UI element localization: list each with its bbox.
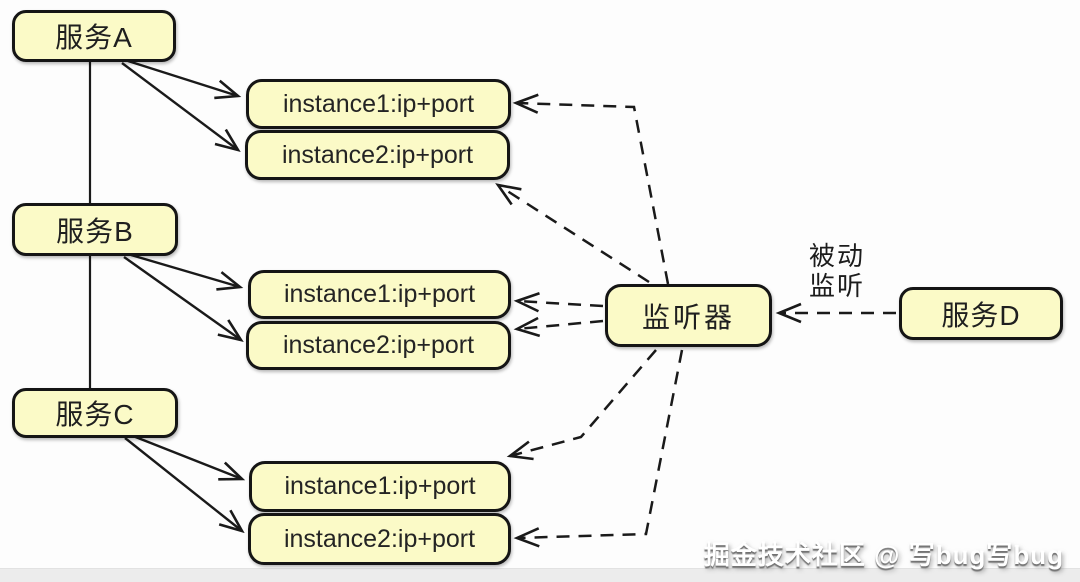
node-serviceA: 服务A — [12, 10, 176, 62]
edge-serviceB-g2-instance1 — [130, 253, 244, 291]
node-serviceC-label: 服务C — [55, 399, 135, 430]
node-g2-instance2: instance2:ip+port — [246, 321, 511, 370]
node-serviceD-label: 服务D — [941, 299, 1021, 331]
passive-listening-line2: 监听 — [808, 272, 865, 301]
node-g1-instance1-label: instance1:ip+port — [282, 89, 475, 118]
node-serviceB-label: 服务B — [56, 215, 134, 247]
footer-strip — [0, 568, 1080, 582]
node-g3-instance1: instance1:ip+port — [249, 461, 511, 512]
node-serviceC: 服务C — [12, 388, 178, 438]
edge-serviceB-g2-instance2 — [123, 256, 244, 342]
node-g1-instance2: instance2:ip+port — [245, 130, 510, 180]
node-g3-instance2: instance2:ip+port — [248, 513, 511, 565]
edge-listener-g2-instance2 — [513, 316, 604, 338]
edge-serviceA-g1-instance1 — [127, 59, 242, 100]
node-g2-instance1: instance1:ip+port — [248, 270, 511, 319]
edge-serviceA-g1-instance2 — [121, 62, 241, 153]
edge-listener-g1-instance2 — [495, 183, 650, 284]
edge-serviceC-g3-instance1 — [132, 434, 246, 481]
edge-listener-g1-instance1 — [512, 93, 670, 285]
node-g3-instance1-label: instance1:ip+port — [284, 472, 476, 500]
node-g3-instance2-label: instance2:ip+port — [283, 524, 476, 553]
node-g2-instance2-label: instance2:ip+port — [282, 331, 475, 359]
edge-listener-g3-instance1 — [506, 349, 657, 461]
node-g1-instance2-label: instance2:ip+port — [281, 140, 474, 169]
edge-listener-g3-instance2 — [513, 349, 684, 548]
node-listener-label: 监听器 — [641, 302, 735, 334]
watermark: 掘金技术社区 @ 写bug写bug — [703, 540, 1064, 570]
node-serviceB: 服务B — [12, 203, 178, 256]
edge-listener-g2-instance1 — [513, 292, 604, 313]
passive-listening-label: 被动 监听 — [797, 242, 877, 302]
edge-serviceC-g3-instance2 — [124, 437, 245, 534]
node-g1-instance1: instance1:ip+port — [246, 79, 511, 129]
node-serviceD: 服务D — [899, 287, 1063, 340]
node-serviceA-label: 服务A — [55, 22, 133, 53]
node-listener: 监听器 — [605, 284, 772, 347]
passive-listening-line1: 被动 — [808, 242, 865, 271]
node-g2-instance1-label: instance1:ip+port — [283, 280, 476, 308]
